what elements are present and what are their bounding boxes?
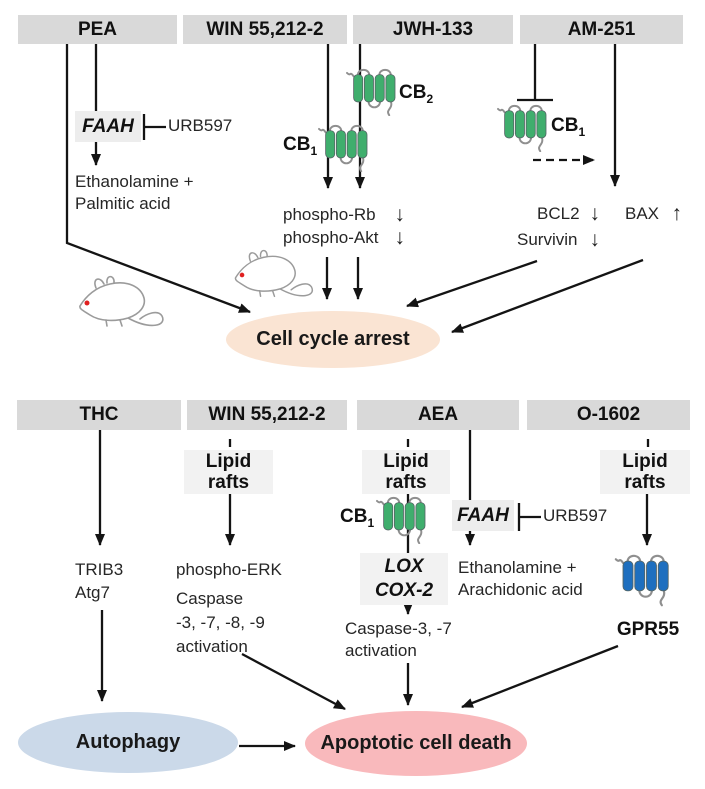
mouse-icon-left [79,275,164,327]
header-pea: PEA [18,15,177,44]
faah-enzyme-aea: FAAH [452,500,514,531]
pea-products-label: Ethanolamine + Palmitic acid [75,172,194,213]
cb1-label-win: CB1 [283,134,318,158]
faah-enzyme-top: FAAH [75,111,141,142]
header-am251: AM-251 [520,15,683,44]
arrow-caspase-to-apoptosis [241,652,346,711]
cell-cycle-arrest-ellipse: Cell cycle arrest [226,311,440,368]
gpr55-receptor-icon [614,554,670,607]
phospho-erk-label: phospho-ERK [176,560,282,579]
bcl2-row: BCL2 ↓ [537,202,601,225]
phospho-rb-row: phospho-Rb ↓ [283,203,406,226]
phospho-mediators: phospho-Rb ↓ phospho-Akt ↓ [283,204,405,249]
mouse-icon-center [234,249,314,298]
caspase-3789-label: Caspase -3, -7, -8, -9 activation [176,589,265,656]
down-arrow-glyph: ↓ [589,228,601,251]
inhibit-bar-urb597-faah-aea [517,503,541,531]
inhibit-bar-am251-cb1 [517,44,553,102]
autophagy-ellipse: Autophagy [18,712,238,773]
survivin-row: Survivin ↓ [517,228,601,251]
header-win55212-top: WIN 55,212-2 [183,15,347,44]
phospho-akt-row: phospho-Akt ↓ [283,226,406,249]
cb1-receptor-icon-am251 [496,104,548,152]
caspase-37-label: Caspase-3, -7 activation [345,619,452,660]
up-arrow-glyph: ↑ [671,202,683,225]
trib3-atg7-label: TRIB3 Atg7 [75,560,124,602]
aea-products-label: Ethanolamine + Arachidonic acid [458,558,583,599]
lipid-rafts-box-o1602: Lipid rafts [600,450,690,494]
gpr55-label: GPR55 [616,619,680,640]
header-aea: AEA [357,400,519,430]
apoptotic-cell-death-ellipse: Apoptotic cell death [305,711,527,776]
down-arrow-glyph: ↓ [589,202,601,225]
header-win55212-bottom: WIN 55,212-2 [187,400,347,430]
arrow-bax-to-cellcycle [451,258,644,334]
down-arrow-glyph: ↓ [394,203,406,226]
urb597-label-aea: URB597 [543,506,608,525]
header-jwh133: JWH-133 [353,15,513,44]
inhibit-bar-urb597-faah-top [142,114,166,140]
lox-cox2-box: LOX COX-2 [360,553,448,605]
cb2-label-jwh: CB2 [399,82,434,106]
bax-row: BAX ↑ [625,202,683,225]
arrow-pea-to-cellcycle [65,44,251,314]
lipid-rafts-box-aea: Lipid rafts [362,450,450,494]
cb1-label-aea: CB1 [340,506,375,530]
cb1-receptor-icon-aea [375,496,427,544]
urb597-label-top: URB597 [168,116,233,135]
lipid-rafts-box-win: Lipid rafts [184,450,273,494]
cb2-receptor-icon [345,68,397,116]
arrow-bcl2-to-cellcycle [406,259,538,308]
arrow-gpr55-to-apoptosis [461,644,619,709]
header-o1602: O-1602 [527,400,690,430]
header-thc: THC [17,400,181,430]
down-arrow-glyph: ↓ [394,226,406,249]
cb1-label-am251: CB1 [551,115,586,139]
